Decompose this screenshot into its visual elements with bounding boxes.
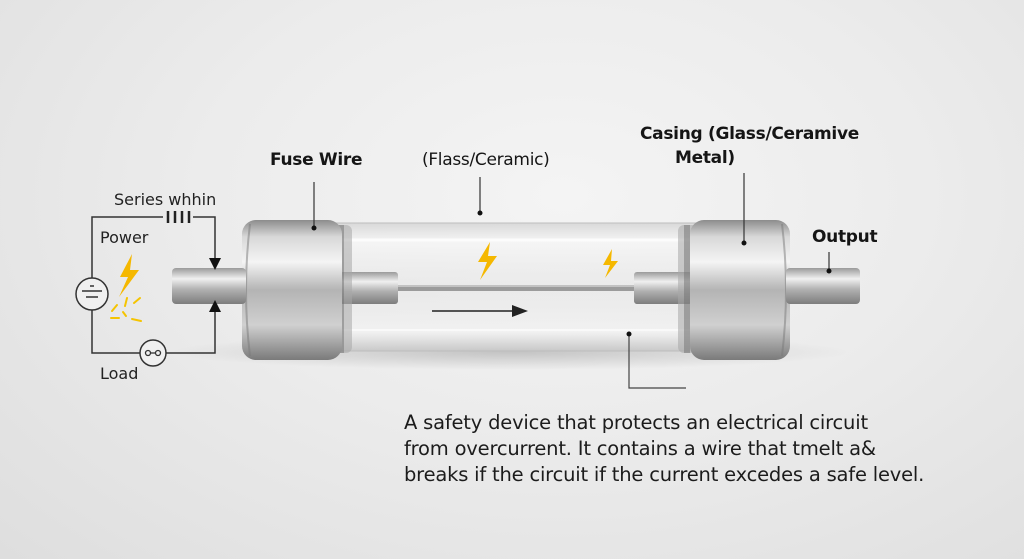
- description-line-2: from overcurrent. It contains a wire tha…: [404, 437, 876, 460]
- description-text: A safety device that protects an electri…: [404, 410, 924, 488]
- casing-label-line2: Metal): [675, 148, 735, 168]
- load-resistor-icon: [139, 339, 167, 367]
- description-line-1: A safety device that protects an electri…: [404, 411, 868, 434]
- lightning-bolt-icon: [119, 254, 139, 297]
- lightning-bolt-icon: [478, 242, 497, 280]
- series-label: Series whhin: [114, 190, 217, 209]
- ground-source-icon: [75, 277, 109, 311]
- output-label: Output: [812, 227, 878, 247]
- load-label: Load: [100, 364, 139, 383]
- fuse-wire-label: Fuse Wire: [270, 150, 363, 170]
- glass-ceramic-label: (Flass/Ceramic): [422, 150, 550, 170]
- casing-label-line1: Casing (Glass/Ceramive: [640, 124, 859, 144]
- power-label: Power: [100, 228, 149, 247]
- description-line-3: breaks if the circuit if the current exc…: [404, 463, 925, 486]
- battery-cells-icon: [166, 211, 191, 223]
- current-direction-arrow-icon: [512, 305, 528, 317]
- spark-icon: [110, 297, 142, 322]
- lightning-bolt-icon: [603, 249, 618, 278]
